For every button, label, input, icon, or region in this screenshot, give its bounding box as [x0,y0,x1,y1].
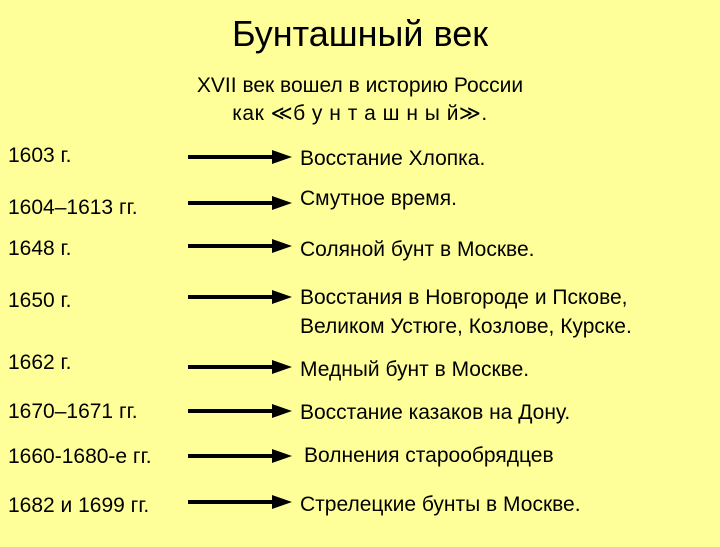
row-event: Стрелецкие бунты в Москве. [300,493,581,516]
row-event: Соляной бунт в Москве. [300,238,535,261]
timeline-row: 1682 и 1699 гг. Стрелецкие бунты в Москв… [0,491,720,547]
row-event-line-2: Великом Устюге, Козлове, Курске. [300,315,632,338]
timeline-row: 1650 г. Восстания в Новгороде и Пскове, … [0,282,720,338]
timeline-row: 1670–1671 гг. Восстание казаков на Дону. [0,399,720,455]
row-event-line-1: Восстания в Новгороде и Пскове, [300,286,628,309]
subtitle-line-1: XVII век вошел в историю России [196,74,524,97]
timeline-row: 1660-1680-е гг. Волнения старообрядцев [0,444,720,500]
right-arrow-icon [188,196,292,210]
row-date: 1650 г. [8,289,72,312]
right-arrow-icon [188,449,292,463]
right-arrow-icon [188,290,292,304]
row-date: 1660-1680-е гг. [8,445,152,468]
right-arrow-icon [188,404,292,418]
right-arrow-icon [188,150,292,164]
right-arrow-icon [188,239,292,253]
row-date: 1670–1671 гг. [8,400,138,423]
row-event: Восстание Хлопка. [300,147,486,170]
timeline-row: 1603 г. Восстание Хлопка. [0,143,720,199]
right-arrow-icon [188,495,292,509]
timeline-row: 1604–1613 гг. Смутное время. [0,187,720,249]
timeline-row: 1648 г. Соляной бунт в Москве. [0,236,720,292]
row-date: 1648 г. [8,237,72,260]
timeline-row: 1662 г. Медный бунт в Москве. [0,350,720,406]
row-event: Волнения старообрядцев [304,444,554,467]
page-title: Бунташный век [231,13,489,54]
row-event: Восстание казаков на Дону. [300,401,571,424]
row-date: 1603 г. [8,144,72,167]
row-event: Смутное время. [300,187,457,210]
row-date: 1604–1613 гг. [8,196,138,219]
row-date: 1662 г. [8,351,72,374]
row-date: 1682 и 1699 гг. [8,494,150,517]
subtitle-line-2: как ≪б у н т а ш н ы й≫. [232,102,488,125]
row-event: Медный бунт в Москве. [300,358,530,381]
right-arrow-icon [188,360,292,374]
